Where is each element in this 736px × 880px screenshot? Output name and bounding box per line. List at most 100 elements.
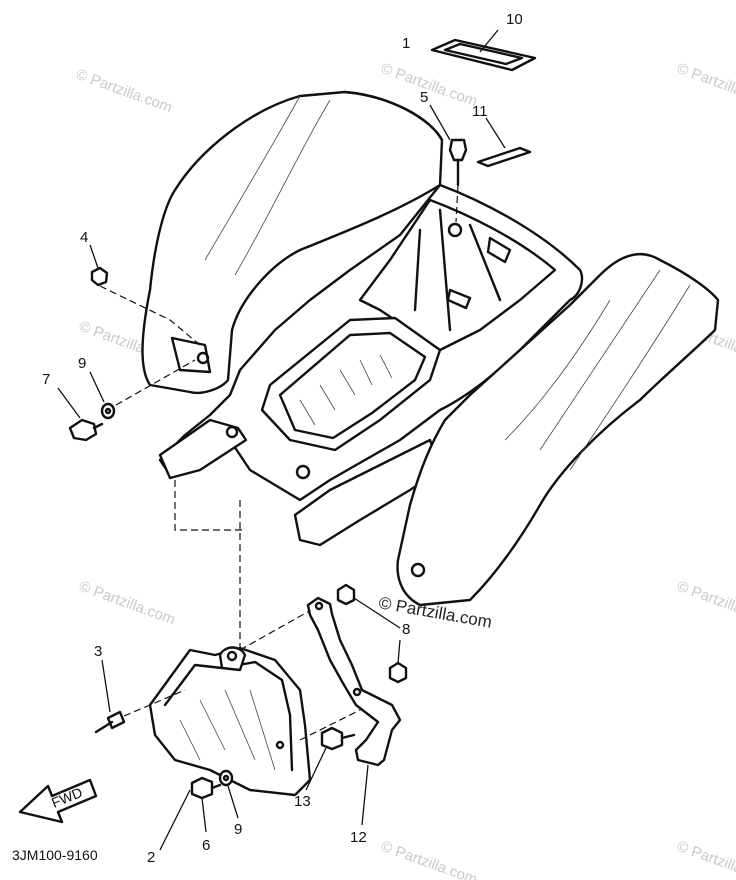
assembly-guide-left bbox=[174, 480, 245, 650]
inner-pocket-wall bbox=[278, 331, 427, 440]
watermark-text: © Partzilla.com bbox=[675, 578, 736, 629]
callout-11: 11 bbox=[472, 103, 488, 120]
washer-9-lower-part bbox=[218, 769, 239, 819]
nuts-8-part bbox=[336, 583, 408, 684]
fwd-arrow-shape bbox=[18, 778, 98, 824]
washer-9-upper-part bbox=[89, 359, 196, 420]
callout-2: 2 bbox=[147, 849, 155, 866]
callout-5: 5 bbox=[420, 89, 428, 106]
inner-pocket bbox=[260, 316, 442, 452]
right-wing-hole bbox=[410, 562, 426, 578]
callout-9-lower: 9 bbox=[234, 821, 242, 838]
pad-strip bbox=[476, 146, 532, 168]
screw-7-head bbox=[68, 418, 98, 442]
callout-1: 1 bbox=[402, 35, 410, 52]
mud-guard-guides bbox=[239, 604, 371, 741]
watermark-text: © Partzilla.com bbox=[675, 60, 736, 111]
grommet-hole bbox=[447, 222, 463, 238]
callout-10: 10 bbox=[506, 11, 523, 28]
stay-bracket bbox=[306, 596, 402, 767]
washer-9-upper-hole bbox=[104, 407, 112, 415]
leader-line-2 bbox=[159, 789, 191, 851]
callout-13: 13 bbox=[294, 793, 311, 810]
leader-line-4 bbox=[89, 244, 99, 269]
callout-6: 6 bbox=[202, 837, 210, 854]
tray-tab bbox=[486, 236, 512, 264]
stay-upper-hole bbox=[314, 601, 324, 611]
callout-layer: 1 2 3 4 5 6 7 8 9 9 10 11 12 13 bbox=[42, 11, 523, 866]
bolt-6-head bbox=[190, 776, 214, 800]
callout-12: 12 bbox=[350, 829, 367, 846]
left-fender-wing bbox=[141, 90, 444, 394]
band-part bbox=[430, 29, 537, 72]
bolt-13-part bbox=[305, 726, 356, 791]
nut-4-part bbox=[89, 244, 201, 346]
rivet-3-pin bbox=[94, 720, 114, 734]
washer-9-lower bbox=[218, 769, 234, 787]
callout-4: 4 bbox=[80, 229, 88, 246]
screw-7-part bbox=[57, 387, 104, 442]
leader-line-7 bbox=[57, 387, 81, 419]
mud-guard-tab bbox=[218, 646, 247, 672]
callout-9-upper: 9 bbox=[78, 355, 86, 372]
leader-line-9-upper bbox=[89, 371, 105, 403]
mud-guard-hole bbox=[275, 740, 285, 750]
rivet-3-guide bbox=[123, 689, 186, 717]
leader-line-10 bbox=[479, 29, 499, 53]
bracket-hole bbox=[225, 425, 239, 439]
rivet-3-part bbox=[94, 659, 186, 734]
washer-9-lower-hole bbox=[222, 774, 230, 782]
mud-guard-tab-hole bbox=[226, 650, 238, 662]
bolt-13-head bbox=[320, 726, 344, 751]
callout-3: 3 bbox=[94, 643, 102, 660]
side-mount-hole bbox=[196, 351, 210, 365]
leader-line-9-lower bbox=[227, 785, 239, 819]
rivet-3-head bbox=[106, 710, 126, 730]
leader-line-13 bbox=[305, 747, 327, 791]
pocket-shading bbox=[299, 354, 393, 426]
nut-8-lower bbox=[388, 661, 408, 684]
tray-slot bbox=[446, 288, 472, 310]
watermark-text: © Partzilla.com bbox=[675, 838, 736, 880]
callout-8: 8 bbox=[402, 621, 410, 638]
watermark-text: © Partzilla.com bbox=[77, 578, 178, 629]
fwd-arrow-icon: FWD bbox=[18, 778, 98, 824]
leader-line-8b bbox=[397, 639, 401, 664]
left-wing-shading bbox=[204, 95, 331, 276]
nut-8-upper bbox=[336, 583, 356, 606]
mud-guard-flange bbox=[163, 660, 294, 772]
left-wing-top-edge bbox=[343, 90, 444, 142]
right-wing-shading bbox=[504, 269, 691, 471]
bolt-6-shank bbox=[210, 783, 222, 790]
leader-line-6 bbox=[201, 797, 207, 833]
leader-line-3 bbox=[101, 659, 111, 713]
mud-guard-part bbox=[148, 604, 371, 851]
bolt-13-shank bbox=[340, 733, 356, 740]
drawing-code: 3JM100-9160 bbox=[12, 847, 98, 863]
side-mount-tab bbox=[170, 336, 212, 374]
screw-7-guide bbox=[115, 359, 196, 406]
leader-line-11 bbox=[485, 117, 506, 149]
storage-compartment-ribs bbox=[413, 208, 502, 332]
stay-12-part bbox=[306, 596, 402, 826]
leader-line-8a bbox=[353, 597, 401, 629]
lip-hole bbox=[295, 464, 311, 480]
stay-mid-hole bbox=[352, 687, 362, 697]
leader-line-5 bbox=[429, 104, 451, 141]
callout-7: 7 bbox=[42, 371, 50, 388]
watermark-text: © Partzilla.com bbox=[74, 66, 175, 117]
rear-fender-part bbox=[141, 90, 720, 607]
band-strap-inner bbox=[443, 42, 524, 66]
right-fender-wing bbox=[396, 252, 720, 607]
nut-4-guide bbox=[99, 285, 201, 346]
leader-line-12 bbox=[361, 764, 369, 826]
bolt-5-guide bbox=[455, 184, 459, 223]
washer-9-upper bbox=[100, 402, 116, 420]
bolt-5-head bbox=[448, 138, 468, 162]
left-mount-bracket bbox=[158, 418, 248, 480]
bolt-5-part bbox=[429, 104, 468, 223]
pad-part bbox=[476, 117, 532, 168]
mud-guard-body bbox=[148, 646, 312, 797]
bolt-6-part bbox=[190, 776, 222, 833]
